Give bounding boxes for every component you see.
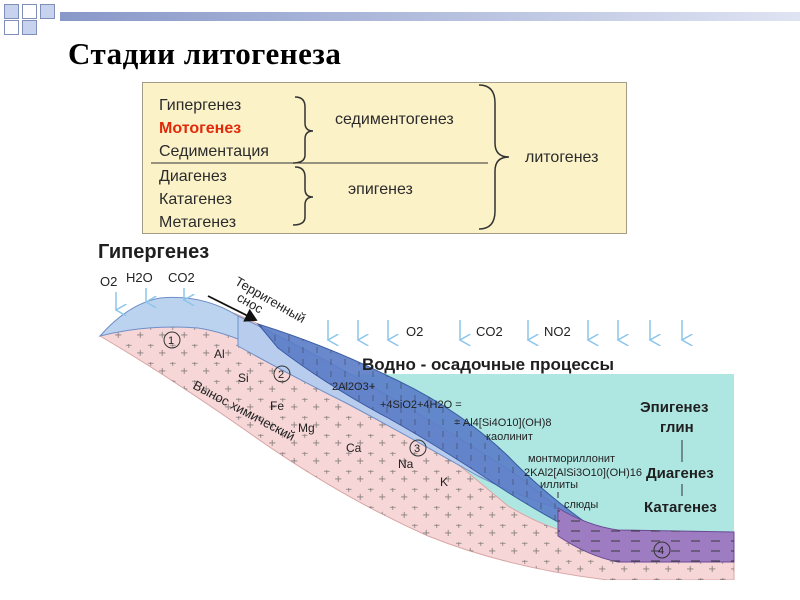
right-stage-catagenesis: Катагенез [644, 499, 717, 516]
right-gases: O2 CO2 NO2 [328, 320, 682, 340]
element-fe: Fe [270, 399, 284, 413]
reaction-6: 2KAl2[AlSi3O10](OH)16 [524, 467, 642, 479]
slide-title: Стадии литогенеза [68, 36, 342, 71]
reaction-7: иллиты [540, 479, 578, 491]
zone-3: 3 [414, 443, 420, 455]
water-processes-title: Водно - осадочные процессы [362, 355, 614, 374]
left-gases: O2 H2O CO2 [100, 270, 195, 310]
stage-catagenesis: Катагенез [159, 191, 233, 208]
zone-1: 1 [168, 335, 174, 347]
transport-arrow [207, 295, 258, 322]
right-stage-clays: глин [660, 419, 694, 436]
slide-top-bar [60, 12, 800, 21]
right-stage-column: Эпигенез глин Диагенез Катагенез [640, 399, 717, 516]
element-mg: Mg [298, 421, 315, 435]
reaction-5: монтмориллонит [528, 453, 615, 465]
gas-no2-right: NO2 [544, 324, 571, 339]
gas-o2-left: O2 [100, 274, 117, 289]
gas-h2o-left: H2O [126, 270, 153, 285]
zone-2: 2 [278, 369, 284, 381]
reaction-3: = Al4[Si4O10](OH)8 [454, 417, 552, 429]
stages-scheme: Гипергенез Мотогенез Седиментация Диаген… [142, 82, 627, 234]
element-labels: Al Si Fe Mg Ca Na K [214, 347, 448, 489]
slide-corner-decoration [0, 0, 800, 35]
lithogenesis-cross-section: + + [88, 236, 738, 580]
right-stage-epigenesis: Эпигенез [640, 399, 708, 416]
cross-section-svg: + + [98, 241, 735, 580]
scheme-brackets [151, 84, 510, 230]
stage-hypergenesis: Гипергенез [159, 97, 242, 114]
element-ca: Ca [346, 441, 362, 455]
stage-sedimentation: Седиментация [159, 143, 269, 160]
zone-4: 4 [658, 545, 664, 557]
group-sedimentogenesis: седиментогенез [335, 111, 454, 128]
gas-co2-left: CO2 [168, 270, 195, 285]
zone-markers: 1 2 3 4 [163, 331, 671, 559]
gas-co2-right: CO2 [476, 324, 503, 339]
diagram-heading-label: Гипергенез [98, 241, 209, 263]
reaction-2: +4SiO2+4H2O = [380, 399, 462, 411]
element-k: K [440, 475, 448, 489]
group-epigenesis: эпигенез [348, 181, 413, 198]
stage-metagenesis: Метагенез [159, 214, 237, 231]
reaction-labels: 2Al2O3+ +4SiO2+4H2O = = Al4[Si4O10](OH)8… [332, 381, 642, 511]
group-lithogenesis: литогенез [525, 149, 599, 166]
element-si: Si [238, 371, 249, 385]
stage-motogenesis: Мотогенез [159, 120, 242, 137]
gas-o2-right: O2 [406, 324, 423, 339]
stage-diagenesis: Диагенез [159, 168, 227, 185]
reaction-8: слюды [564, 499, 598, 511]
element-al: Al [214, 347, 225, 361]
reaction-1: 2Al2O3+ [332, 381, 375, 393]
reaction-4: каолинит [486, 431, 533, 443]
right-stage-diagenesis: Диагенез [646, 465, 714, 482]
element-na: Na [398, 457, 414, 471]
